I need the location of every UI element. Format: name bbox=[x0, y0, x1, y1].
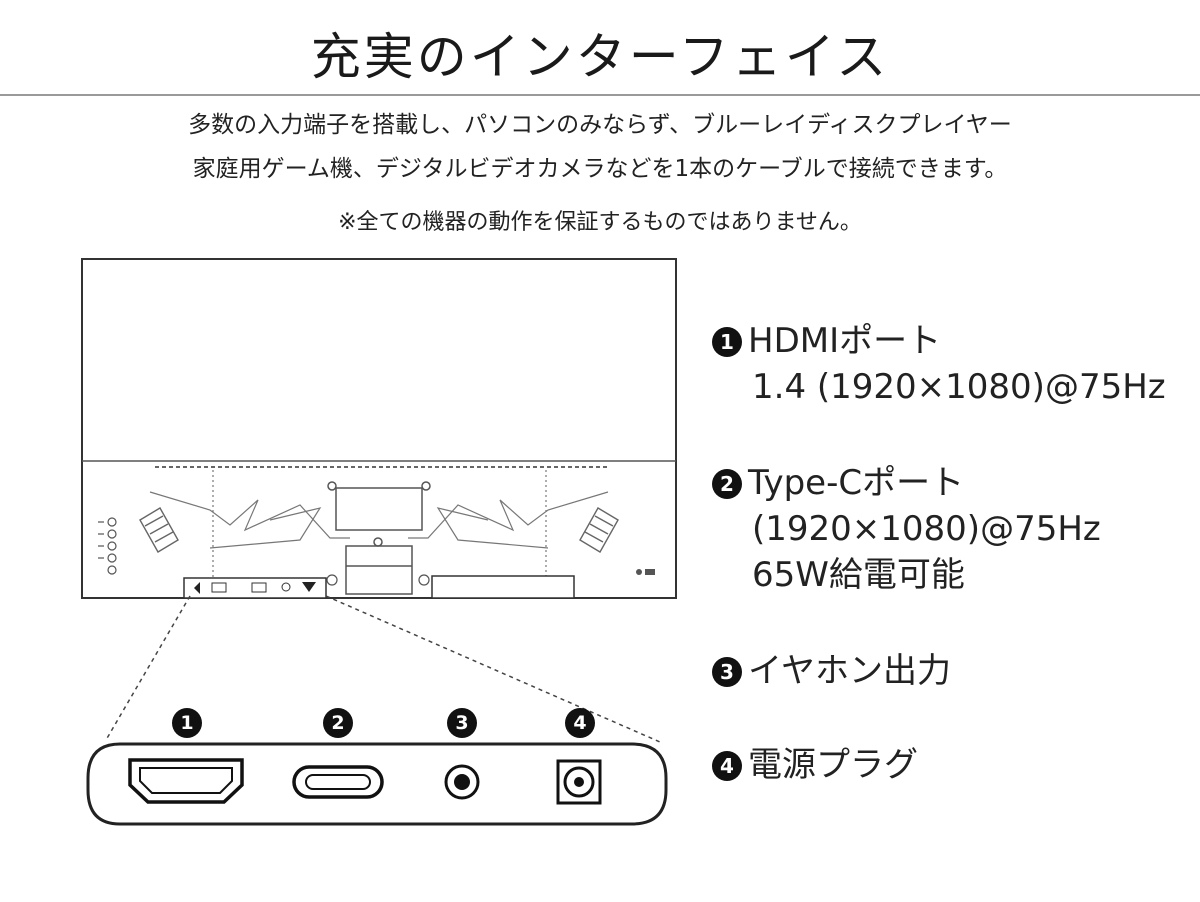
spec-detail-hdmi-1: 1.4 (1920×1080)@75Hz bbox=[752, 367, 1166, 407]
spec-number-2: 2 bbox=[712, 469, 742, 499]
spec-name-earphone: イヤホン出力 bbox=[748, 651, 951, 691]
disclaimer-note: ※全ての機器の動作を保証するものではありません。 bbox=[338, 210, 862, 235]
title-divider bbox=[0, 94, 1200, 96]
screw-hole bbox=[326, 574, 338, 586]
monitor-back-outline bbox=[81, 258, 677, 599]
spec-name-hdmi: HDMIポート bbox=[748, 321, 942, 361]
port-number-1: 1 bbox=[172, 708, 202, 738]
screw-hole bbox=[418, 574, 430, 586]
audio-jack-icon bbox=[444, 764, 480, 800]
usb-c-port-icon bbox=[292, 765, 384, 799]
rear-io-panel bbox=[183, 577, 327, 599]
spec-name-power: 電源プラグ bbox=[748, 745, 918, 785]
spec-number-3: 3 bbox=[712, 657, 742, 687]
hdmi-port-icon bbox=[128, 758, 244, 804]
description-line-1: 多数の入力端子を搭載し、パソコンのみならず、ブルーレイディスクプレイヤー bbox=[188, 112, 1012, 138]
stand-slot bbox=[345, 537, 413, 595]
spec-detail-type-c-1: (1920×1080)@75Hz bbox=[752, 509, 1101, 549]
zoom-leader-left bbox=[105, 595, 191, 741]
vesa-mount bbox=[327, 481, 431, 531]
spec-detail-type-c-2: 65W給電可能 bbox=[752, 555, 965, 595]
chassis-styling-lines bbox=[149, 470, 609, 580]
port-number-3: 3 bbox=[447, 708, 477, 738]
spec-number-1: 1 bbox=[712, 327, 742, 357]
dc-power-icon bbox=[556, 759, 602, 805]
spec-number-4: 4 bbox=[712, 751, 742, 781]
page-title: 充実のインターフェイス bbox=[310, 28, 890, 86]
cert-logo bbox=[636, 569, 655, 575]
ac-panel bbox=[431, 575, 575, 599]
port-number-2: 2 bbox=[323, 708, 353, 738]
description-line-2: 家庭用ゲーム機、デジタルビデオカメラなどを1本のケーブルで接続できます。 bbox=[192, 156, 1008, 182]
port-panel-closeup bbox=[86, 742, 668, 826]
left-vent-grille bbox=[139, 507, 179, 553]
zoom-leader-right bbox=[325, 595, 661, 743]
spec-name-type-c: Type-Cポート bbox=[748, 463, 965, 503]
right-vent-grille bbox=[579, 507, 619, 553]
port-number-4: 4 bbox=[565, 708, 595, 738]
side-control-buttons bbox=[98, 517, 117, 575]
